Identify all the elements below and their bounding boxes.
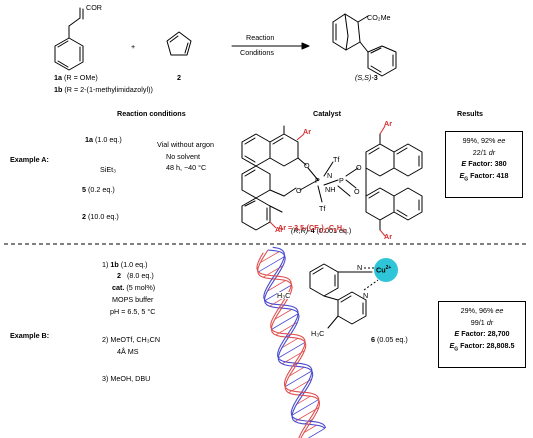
example-b-step1-reagent-2: 2 (8.0 eq.) <box>117 271 154 280</box>
example-b-dr: 99/1 dr <box>470 317 494 327</box>
dna-double-helix <box>256 246 327 438</box>
cat4-o-4: O <box>354 187 360 196</box>
cat6-h3c-top: H₃C <box>277 291 291 300</box>
header-reaction-conditions: Reaction conditions <box>117 109 186 118</box>
dna-strand-red <box>257 249 321 438</box>
example-b-yield-ee: 29%, 96% ee <box>460 306 504 315</box>
cor-group-label: COR <box>86 3 102 12</box>
example-a-yield-ee: 99%, 92% ee <box>462 136 506 145</box>
dna-base-pair <box>267 280 286 292</box>
dna-base-pair <box>307 428 326 438</box>
example-b-results-box: 29%, 96% ee 99/1 dr E Factor: 28,700 EG … <box>438 301 526 368</box>
cat6-n-top: N <box>357 263 363 272</box>
example-a-eg-factor: EG Factor: 418 <box>459 170 509 182</box>
catalyst-6-caption: 6 (0.05 eq.) <box>371 335 408 344</box>
cat4-tf-top: Tf <box>333 155 340 164</box>
example-a-reagent-5: 5 (0.2 eq.) <box>82 185 115 194</box>
dna-base-pair <box>281 337 299 349</box>
substrate-1-structure <box>54 7 84 71</box>
example-b-step1-reagent-1b: 1) 1b (1.0 eq.) <box>102 260 148 269</box>
dna-base-pair <box>278 341 306 359</box>
catalyst-4-structure <box>241 125 423 231</box>
cat4-ar-top-right: Ar <box>384 119 392 128</box>
example-b-step1-catalyst: cat. (5 mol%) <box>112 283 156 292</box>
dna-base-pair <box>289 366 305 377</box>
catalyst-6-structure <box>309 263 373 329</box>
substrate-1b-caption: 1b (R = 2-(1-methylimidazolyl)) <box>54 85 153 94</box>
example-a-label: Example A: <box>10 155 49 164</box>
example-b-label: Example B: <box>10 331 50 340</box>
diene-2-caption: 2 <box>177 73 181 82</box>
cat4-ar-top-left: Ar <box>303 127 311 136</box>
example-b-step1-buffer: MOPS buffer <box>112 295 154 304</box>
dna-base-pair <box>303 424 317 433</box>
cat4-ar-bottom-right: Ar <box>384 232 392 241</box>
ar-definition: Ar = 3,5-(CF3)2-C6H3 <box>278 223 345 235</box>
dna-base-pair <box>271 313 299 330</box>
product-3-caption: (S,S)-3 <box>355 73 378 82</box>
example-a-cond-1: Vial without argon <box>157 140 215 149</box>
cat4-p-1: P <box>315 176 320 185</box>
header-results: Results <box>457 109 483 118</box>
cat4-o-3: O <box>356 163 362 172</box>
cat4-p-2: P <box>339 176 344 185</box>
substrate-1a-caption: 1a (R = OMe) <box>54 73 98 82</box>
dna-base-pair <box>291 399 319 416</box>
cat4-n: N <box>327 171 333 180</box>
example-a-results-box: 99%, 92% ee 22/1 dr E Factor: 380 EG Fac… <box>445 131 523 198</box>
cat4-ar-bottom-left: Ar <box>275 225 283 234</box>
example-a-cond-2: No solvent <box>166 152 200 161</box>
dna-strand-red <box>256 252 320 438</box>
condition-line-1: Reaction <box>246 33 275 42</box>
example-b-eg-factor: EG Factor: 28,808.5 <box>449 340 515 352</box>
example-b-step2-line1: 2) MeOTf, CH₃CN <box>102 335 161 344</box>
dna-strand-blue <box>263 249 326 429</box>
example-a-dr: 22/1 dr <box>472 147 496 157</box>
example-a-reagent-1a: 1a (1.0 eq.) <box>85 135 122 144</box>
cat6-h3c-bottom: H₃C <box>311 329 325 338</box>
copper-label: Cu2+ <box>376 265 392 275</box>
plus-sign: + <box>131 42 136 51</box>
cat6-n-bottom: N <box>363 291 369 300</box>
example-a-reagent-2: 2 (10.0 eq.) <box>82 212 119 221</box>
header-catalyst: Catalyst <box>313 109 341 118</box>
catalyst-4-caption: (R,R)-4 (0.001 eq.) <box>291 226 352 235</box>
condition-line-2: Conditions <box>240 48 274 57</box>
cat4-o-1: O <box>304 161 310 170</box>
product-3-structure <box>332 13 397 77</box>
example-b-e-factor: E Factor: 28,700 <box>454 329 510 338</box>
example-b-step1-ph: pH = 6.5, 5 °C <box>110 307 156 316</box>
dna-base-pair <box>259 251 280 264</box>
cat4-tf-bottom: Tf <box>319 204 326 213</box>
dna-base-pair <box>284 370 312 387</box>
example-b-step3: 3) MeOH, DBU <box>102 374 151 383</box>
dna-base-pair <box>257 255 286 273</box>
example-a-cond-3: 48 h, −40 °C <box>166 163 207 172</box>
dna-base-pair <box>296 395 311 405</box>
product-ester-label: CO₂Me <box>367 13 391 22</box>
cat4-nh: NH <box>325 185 336 194</box>
example-b-step2-line2: 4Å MS <box>117 347 139 356</box>
dna-strand-blue <box>263 246 327 429</box>
cat4-o-2: O <box>296 186 302 195</box>
dna-base-pair <box>274 309 292 320</box>
cyclopentadiene-structure <box>166 31 192 56</box>
copper-ion <box>374 258 398 282</box>
example-a-silyl-group: SiEt₃ <box>100 165 117 174</box>
example-a-e-factor: E Factor: 380 <box>461 159 507 168</box>
